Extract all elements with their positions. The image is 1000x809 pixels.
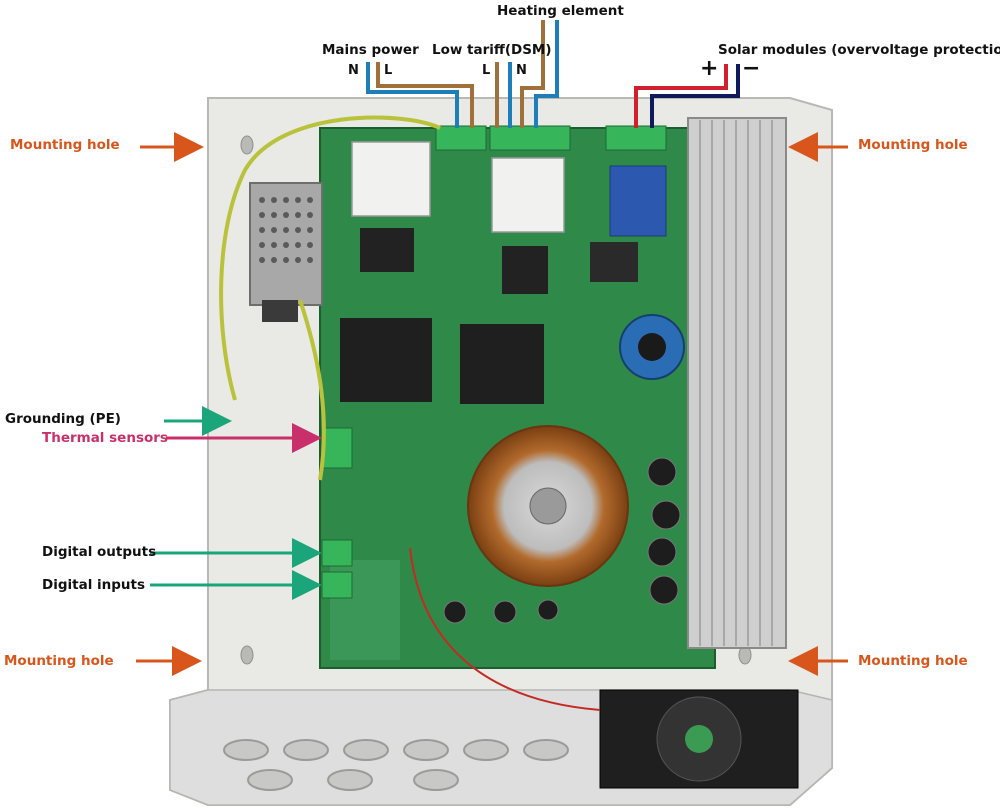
label-solar-modules: Solar modules (overvoltage protection): [718, 42, 1000, 58]
terminal-blocks: [321, 125, 667, 599]
relays: [351, 141, 667, 294]
wire-letter-solar-plus: +: [700, 56, 719, 81]
wire-letter-dsm-l: L: [482, 63, 491, 78]
capacitors: [443, 314, 685, 624]
label-mains-power: Mains power: [322, 42, 419, 58]
label-digital-inputs: Digital inputs: [42, 577, 146, 593]
label-mounting-hole-bottom-right: Mounting hole: [858, 653, 968, 669]
transformers: [340, 318, 544, 404]
input-wires: [366, 20, 740, 128]
wire-letter-solar-minus: −: [742, 56, 761, 81]
wire-letter-mains-l: L: [384, 63, 393, 78]
heatsink: [687, 117, 787, 649]
annotation-arrows: [136, 132, 848, 676]
cooling-fan: [599, 689, 799, 789]
wire-letter-mains-n: N: [348, 63, 359, 78]
wire-letter-dsm-n: N: [516, 63, 527, 78]
label-mounting-hole-top-right: Mounting hole: [858, 137, 968, 153]
ground-wires: [219, 115, 441, 481]
power-supply-module: [249, 182, 323, 322]
label-grounding: Grounding (PE): [5, 411, 121, 427]
label-heating-element: Heating element: [497, 3, 624, 19]
label-mounting-hole-top-left: Mounting hole: [10, 137, 120, 153]
label-mounting-hole-bottom-left: Mounting hole: [4, 653, 114, 669]
toroidal-transformer: [467, 425, 629, 587]
fan-wire: [409, 547, 601, 711]
label-thermal-sensors: Thermal sensors: [42, 430, 168, 446]
label-digital-outputs: Digital outputs: [42, 544, 157, 560]
label-low-tariff: Low tariff(DSM): [432, 42, 552, 58]
